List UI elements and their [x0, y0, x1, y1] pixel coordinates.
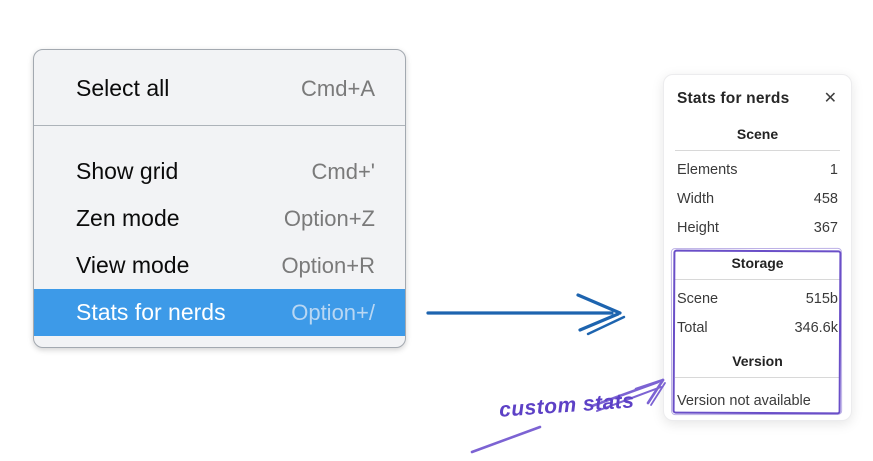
- stat-value: 1: [829, 162, 838, 178]
- menu-item-shortcut: Cmd+A: [301, 75, 375, 101]
- menu-item-select-all[interactable]: Select all Cmd+A: [34, 65, 405, 112]
- menu-item-label: Stats for nerds: [76, 299, 226, 325]
- stat-label: Elements: [677, 162, 738, 178]
- stat-label: Height: [677, 220, 719, 236]
- stat-row-width: Width 458: [664, 185, 851, 214]
- menu-item-shortcut: Option+/: [291, 299, 375, 325]
- stat-value: 458: [813, 191, 838, 207]
- stats-panel-header: Stats for nerds ✕: [664, 75, 851, 108]
- stat-row-height: Height 367: [664, 214, 851, 243]
- menu-item-shortcut: Option+Z: [283, 205, 375, 231]
- menu-item-shortcut: Cmd+': [311, 158, 376, 184]
- stat-value: 346.6k: [794, 320, 838, 336]
- section-divider: [675, 279, 840, 280]
- section-divider: [675, 377, 840, 378]
- menu-item-stats-for-nerds[interactable]: Stats for nerds Option+/: [34, 289, 405, 336]
- stat-label: Scene: [677, 291, 719, 307]
- pointer-arrow-icon: [426, 293, 626, 336]
- close-icon: ✕: [823, 90, 837, 107]
- menu-item-label: Zen mode: [76, 205, 180, 231]
- stat-value: 367: [813, 220, 838, 236]
- menu-item-view-mode[interactable]: View mode Option+R: [34, 242, 405, 289]
- menu-item-label: Select all: [76, 75, 170, 101]
- stat-label: Width: [677, 191, 715, 207]
- menu-item-show-grid[interactable]: Show grid Cmd+': [34, 148, 405, 195]
- stats-panel-title: Stats for nerds: [677, 90, 790, 107]
- stat-row-scene-size: Scene 515b: [664, 285, 851, 314]
- stats-panel: Stats for nerds ✕ Scene Elements 1 Width…: [663, 74, 852, 421]
- menu-item-shortcut: Option+R: [281, 252, 375, 278]
- close-button[interactable]: ✕: [823, 91, 838, 107]
- menu-item-zen-mode[interactable]: Zen mode Option+Z: [34, 195, 405, 242]
- context-menu: Select all Cmd+A Show grid Cmd+' Zen mod…: [33, 49, 406, 348]
- menu-item-label: Show grid: [76, 158, 179, 184]
- section-heading-storage: Storage: [731, 255, 784, 271]
- version-note: Version not available: [677, 393, 811, 409]
- stat-label: Total: [677, 320, 708, 336]
- section-divider: [675, 150, 840, 151]
- menu-item-label: View mode: [76, 252, 190, 278]
- annotation-arrow-icon: [470, 378, 666, 454]
- section-heading-version: Version: [732, 353, 783, 369]
- stat-row-total-size: Total 346.6k: [664, 314, 851, 343]
- section-heading-scene: Scene: [736, 126, 779, 142]
- stat-row-elements: Elements 1: [664, 156, 851, 185]
- menu-divider: [34, 125, 405, 126]
- stat-value: 515b: [805, 291, 838, 307]
